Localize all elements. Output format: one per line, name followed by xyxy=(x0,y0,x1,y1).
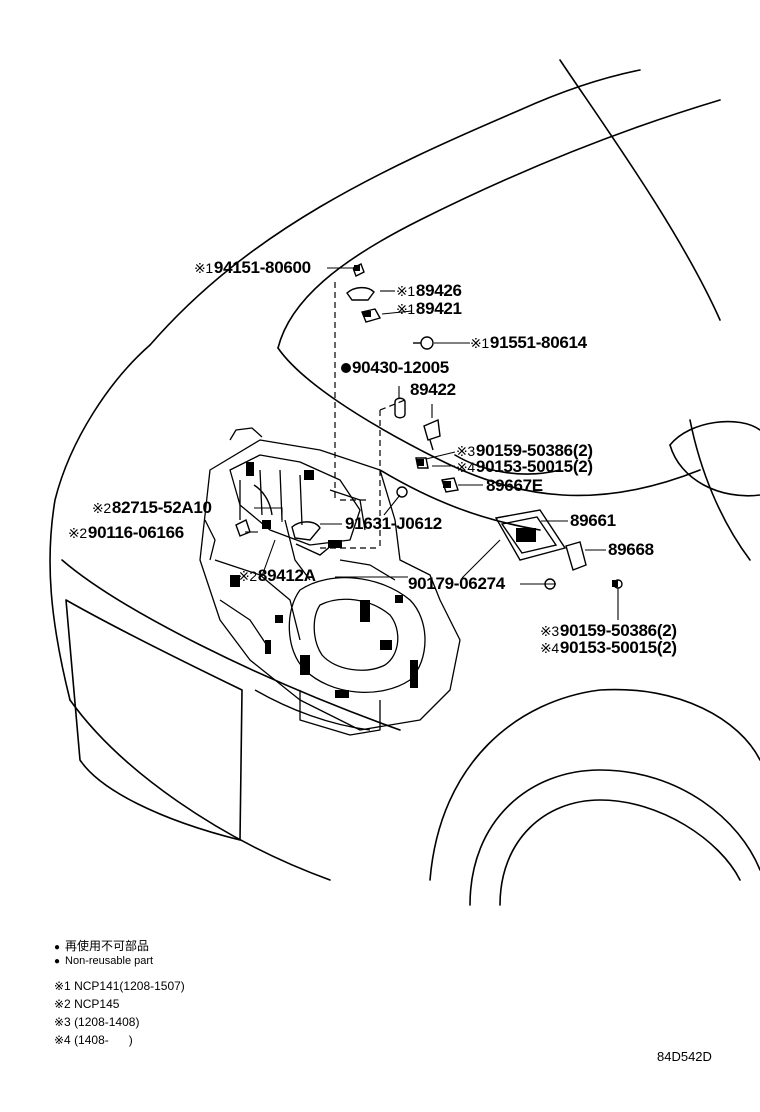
engine-shading xyxy=(230,462,418,698)
body-side xyxy=(49,344,151,701)
part-fills xyxy=(341,265,618,587)
legend-note-3: ※3 (1208-1408) xyxy=(54,1015,140,1029)
label-89421: ※189421 xyxy=(396,299,462,318)
bumper-lower xyxy=(69,699,331,881)
mirror xyxy=(669,420,760,446)
label-90159-50386-upper: ※390159-50386(2) xyxy=(456,441,593,460)
dashed-guides xyxy=(320,282,406,549)
legend-nonreusable-en: ●Non-reusable part xyxy=(54,955,154,967)
label-89422: 89422 xyxy=(410,380,456,399)
label-94151-80600: ※194151-80600 xyxy=(194,258,311,277)
label-90153-50015-upper: ※490153-50015(2) xyxy=(456,457,593,476)
label-90153-50015-lower: ※490153-50015(2) xyxy=(540,638,677,657)
wheel-inner xyxy=(499,799,741,906)
label-89412A: ※289412A xyxy=(238,566,316,585)
label-91551-80614: ※191551-80614 xyxy=(470,333,587,352)
hood-front xyxy=(277,347,701,497)
wheel-arch xyxy=(429,688,760,881)
headlight xyxy=(454,454,561,475)
label-91631-J0612: 91631-J0612 xyxy=(345,514,442,533)
label-89426: ※189426 xyxy=(396,281,462,300)
mirror-lower xyxy=(669,444,760,497)
legend-note-2: ※2 NCP145 xyxy=(54,997,120,1011)
grille-opening xyxy=(65,599,243,841)
diagram-code: 84D542D xyxy=(657,1049,712,1064)
label-90430-12005: ●90430-12005 xyxy=(352,358,449,377)
fender-line xyxy=(689,419,751,561)
legend-note-4: ※4 (1408- ) xyxy=(54,1033,133,1047)
bumper-top xyxy=(61,559,401,731)
hood-crease xyxy=(379,469,541,531)
label-89667E: 89667E xyxy=(486,476,543,495)
label-90159-50386-lower: ※390159-50386(2) xyxy=(540,621,677,640)
label-89661: 89661 xyxy=(570,511,616,530)
legend-note-1: ※1 NCP141(1208-1507) xyxy=(54,979,185,993)
legend-nonreusable-jp: ●再使用不可部品 xyxy=(54,939,150,953)
label-89668: 89668 xyxy=(608,540,654,559)
hood-edge xyxy=(277,99,721,349)
wheel-outer xyxy=(469,769,760,906)
leader-lines xyxy=(245,267,619,620)
engine-assembly xyxy=(199,427,461,736)
windshield-line xyxy=(559,59,721,321)
label-90116-06166: ※290116-06166 xyxy=(68,523,184,542)
hood-outline xyxy=(149,69,641,346)
label-90179-06274: 90179-06274 xyxy=(408,574,505,593)
label-82715-52A10: ※282715-52A10 xyxy=(92,498,212,517)
